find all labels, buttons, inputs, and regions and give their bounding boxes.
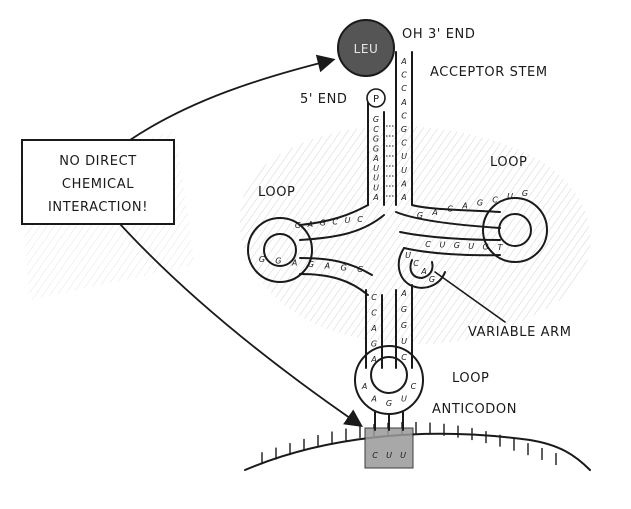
callout-arrows (119, 54, 363, 428)
base-left-arm-top: C (357, 215, 363, 224)
base-right-arm-top: G (477, 198, 483, 207)
loop-left-label: LOOP (258, 185, 295, 200)
codon-box (364, 427, 414, 469)
base-right-arm-bottom: G (454, 241, 460, 250)
base-left-arm-bottom: G (259, 255, 265, 264)
base-left-arm-bottom: A (324, 262, 330, 271)
base-anticodon-loop: C (411, 382, 417, 391)
base-acceptor-5prime-strand: U (373, 183, 379, 192)
base-acceptor-3prime-strand: C (401, 71, 407, 80)
codon-base: U (386, 451, 392, 460)
base-right-arm-bottom: C (425, 240, 431, 249)
base-anticodon-stem-right: G (401, 305, 407, 314)
base-variable-arm-bases: U (405, 251, 411, 260)
leu-label: LEU (354, 42, 379, 56)
base-acceptor-3prime-strand: A (400, 193, 406, 202)
variable-arm-label: VARIABLE ARM (468, 325, 572, 340)
callout-line-3: INTERACTION! (48, 200, 148, 215)
base-acceptor-3prime-strand: A (400, 179, 406, 188)
base-anticodon-stem-right: G (401, 321, 407, 330)
base-anticodon-loop: G (386, 399, 392, 408)
base-acceptor-5prime-strand: G (373, 135, 379, 144)
loop-right-label: LOOP (490, 155, 527, 170)
callout-line-2: CHEMICAL (62, 177, 134, 192)
codon-base: U (400, 451, 406, 460)
base-acceptor-5prime-strand: G (373, 115, 379, 124)
variable-arm-pointer (434, 271, 506, 323)
base-left-arm-top: G (295, 221, 301, 230)
base-acceptor-3prime-strand: U (401, 166, 407, 175)
loop-bottom-label: LOOP (452, 371, 489, 386)
base-acceptor-3prime-strand: G (401, 125, 407, 134)
base-anticodon-loop: U (401, 394, 407, 403)
base-left-arm-bottom: C (357, 265, 363, 274)
base-anticodon-stem-left: A (370, 324, 376, 333)
base-right-arm-top: U (507, 192, 513, 201)
acceptor-stem-label: ACCEPTOR STEM (430, 65, 548, 80)
base-anticodon-stem-left: C (371, 309, 377, 318)
base-left-arm-top: A (307, 220, 313, 229)
base-left-arm-top: G (320, 219, 326, 228)
trna-backbone (247, 51, 548, 431)
leu-ball: LEU (337, 19, 395, 77)
base-acceptor-3prime-strand: C (401, 84, 407, 93)
base-left-arm-bottom: A (291, 258, 297, 267)
base-acceptor-5prime-strand: A (372, 154, 378, 163)
base-anticodon-stem-right: U (401, 337, 407, 346)
base-right-arm-top: A (431, 208, 437, 217)
acceptor-base-pairs (386, 125, 394, 197)
base-right-arm-bottom: G (482, 242, 488, 251)
base-acceptor-3prime-strand: A (400, 98, 406, 107)
base-left-arm-bottom: G (275, 257, 281, 266)
callout-line-1: NO DIRECT (59, 154, 137, 169)
anticodon-label: ANTICODON (432, 402, 517, 417)
base-acceptor-3prime-strand: U (401, 152, 407, 161)
base-acceptor-5prime-strand: U (373, 164, 379, 173)
oh-3-end-label: OH 3' END (402, 27, 475, 42)
base-left-arm-bottom: G (308, 260, 314, 269)
callout-box: NO DIRECT CHEMICAL INTERACTION! (21, 139, 175, 225)
phosphate-label: P (373, 94, 379, 105)
base-acceptor-3prime-strand: C (401, 139, 407, 148)
base-right-arm-top: C (447, 205, 453, 214)
base-left-arm-bottom: G (341, 263, 347, 272)
base-anticodon-stem-right: A (400, 289, 406, 298)
phosphate: P (366, 88, 386, 108)
base-left-arm-top: C (332, 217, 338, 226)
base-right-arm-bottom: U (439, 241, 445, 250)
base-right-arm-top: C (492, 195, 498, 204)
left-loop (247, 217, 313, 283)
base-right-arm-top: G (417, 211, 423, 220)
base-acceptor-3prime-strand: A (400, 57, 406, 66)
base-acceptor-5prime-strand: C (373, 125, 379, 134)
base-acceptor-5prime-strand: U (373, 174, 379, 183)
base-anticodon-stem-left: A (370, 355, 376, 364)
base-acceptor-5prime-strand: A (372, 193, 378, 202)
base-anticodon-loop: A (361, 382, 367, 391)
base-right-arm-bottom: U (468, 242, 474, 251)
base-left-arm-top: U (345, 216, 351, 225)
base-anticodon-stem-left: C (371, 293, 377, 302)
base-anticodon-stem-right: C (401, 353, 407, 362)
right-loop (482, 197, 548, 263)
anticodon-pegs (374, 411, 404, 431)
codon-base: C (372, 451, 378, 460)
base-right-arm-top: A (461, 202, 467, 211)
base-acceptor-5prime-strand: G (373, 144, 379, 153)
base-right-arm-bottom: T (498, 243, 504, 252)
base-variable-arm-bases: C (413, 259, 419, 268)
base-right-arm-top: G (522, 189, 528, 198)
base-acceptor-3prime-strand: C (401, 111, 407, 120)
base-anticodon-loop: A (370, 394, 376, 403)
base-anticodon-stem-left: G (371, 340, 377, 349)
base-variable-arm-bases: G (429, 275, 435, 284)
base-variable-arm-bases: A (420, 267, 426, 276)
five-end-label: 5' END (300, 92, 348, 107)
